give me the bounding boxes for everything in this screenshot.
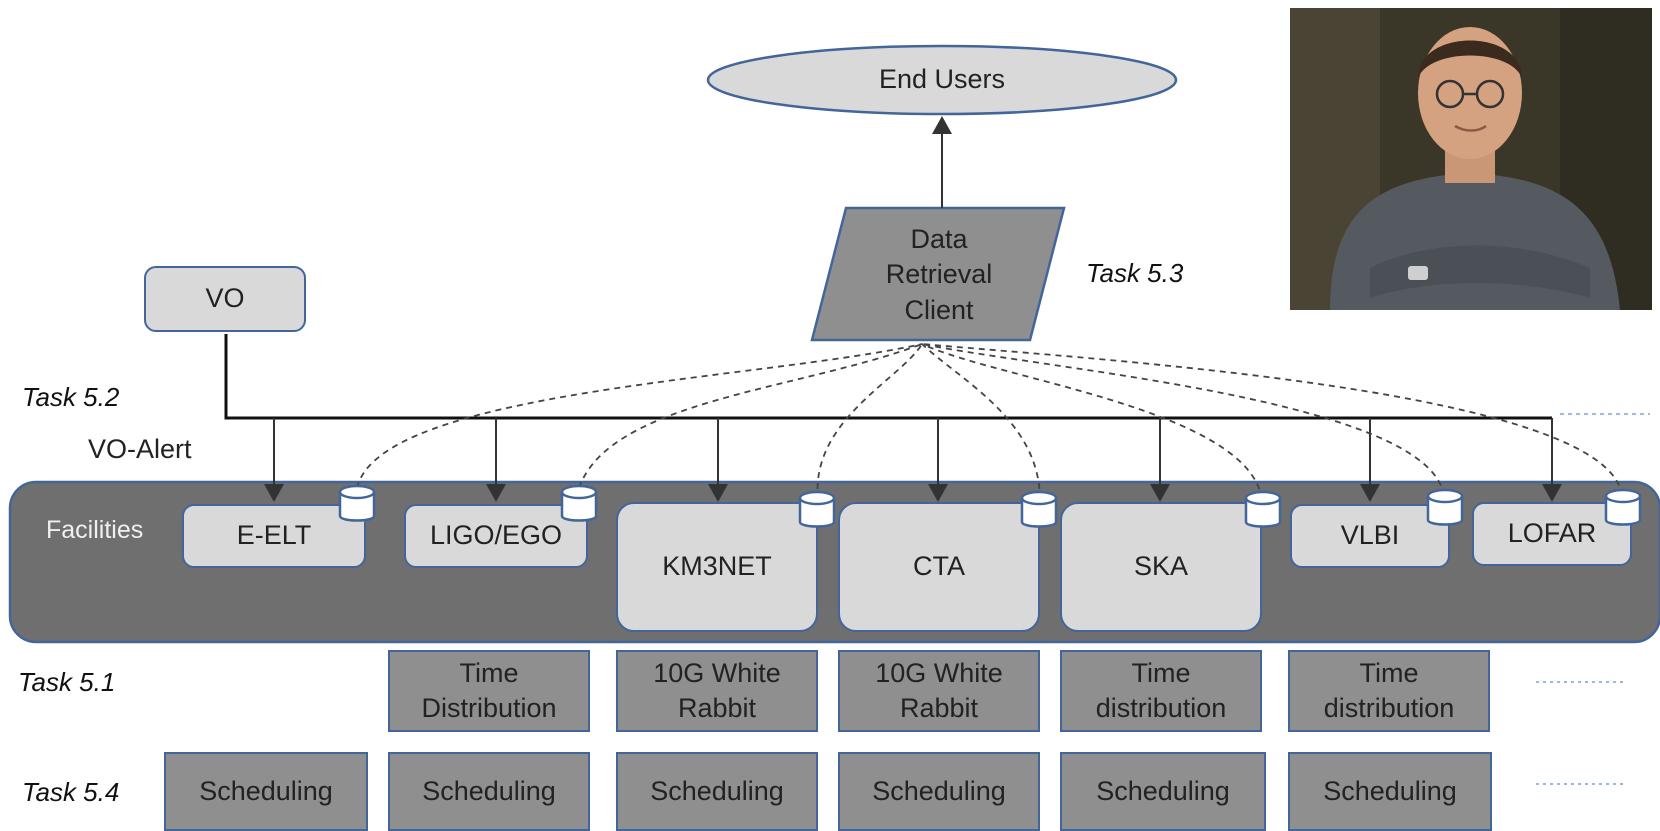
time-box-line: Rabbit	[899, 693, 979, 723]
database-icon	[1020, 490, 1058, 528]
facility-ska: SKA	[1060, 502, 1262, 632]
database-icon	[1604, 488, 1642, 526]
time-box: Time distribution	[1060, 650, 1262, 732]
facilities-label: Facilities	[46, 516, 144, 544]
database-icon	[1426, 488, 1464, 526]
time-box-line: Time	[1131, 657, 1191, 688]
facility-ligo-ego: LIGO/EGO	[404, 504, 588, 568]
alert-arrows	[264, 418, 1562, 502]
time-box: Time distribution	[1288, 650, 1490, 732]
database-icon	[798, 490, 836, 528]
scheduling-box: Scheduling	[1288, 752, 1492, 831]
drc-line-3: Client	[904, 294, 974, 325]
portrait-photo	[1290, 8, 1652, 310]
facility-cta: CTA	[838, 502, 1040, 632]
scheduling-box: Scheduling	[838, 752, 1040, 831]
facility-e-elt: E-ELT	[182, 504, 366, 568]
time-box: 10G White Rabbit	[616, 650, 818, 732]
time-box: 10G White Rabbit	[838, 650, 1040, 732]
data-retrieval-client-label: Data Retrieval Client	[846, 220, 1032, 330]
time-box: Time Distribution	[388, 650, 590, 732]
facility-vlbi: VLBI	[1290, 504, 1450, 568]
scheduling-box: Scheduling	[1060, 752, 1266, 831]
vo-alert-bus	[224, 334, 1552, 420]
time-box-line: distribution	[1323, 693, 1455, 723]
vo-alert-label: VO-Alert	[88, 434, 192, 464]
data-retrieval-shape	[810, 206, 1066, 342]
facility-km3net: KM3NET	[616, 502, 818, 632]
database-icon	[1244, 490, 1282, 528]
scheduling-box: Scheduling	[388, 752, 590, 831]
task-5-1-label: Task 5.1	[18, 667, 116, 697]
task-5-4-label: Task 5.4	[22, 777, 120, 807]
end-users-ellipse	[706, 44, 1178, 116]
time-box-line: Distribution	[421, 693, 557, 723]
task-5-3-label: Task 5.3	[1086, 258, 1184, 288]
scheduling-box: Scheduling	[164, 752, 368, 831]
time-box-line: Rabbit	[677, 693, 757, 723]
end-users-label: End Users	[878, 64, 1006, 95]
task-5-2-label: Task 5.2	[22, 382, 120, 412]
scheduling-box: Scheduling	[616, 752, 818, 831]
database-icon	[560, 484, 598, 522]
vo-box: VO	[144, 266, 306, 332]
time-box-line: distribution	[1095, 693, 1227, 723]
database-icon	[338, 484, 376, 522]
time-box-line: 10G White	[875, 657, 1003, 688]
retrieval-curves	[356, 343, 1623, 501]
drc-line-1: Data	[910, 224, 968, 255]
drc-line-2: Retrieval	[885, 259, 993, 290]
time-box-line: Time	[1359, 657, 1419, 688]
time-box-line: 10G White	[653, 657, 781, 688]
portrait-illustration	[1290, 8, 1652, 310]
time-box-line: Time	[459, 657, 519, 688]
